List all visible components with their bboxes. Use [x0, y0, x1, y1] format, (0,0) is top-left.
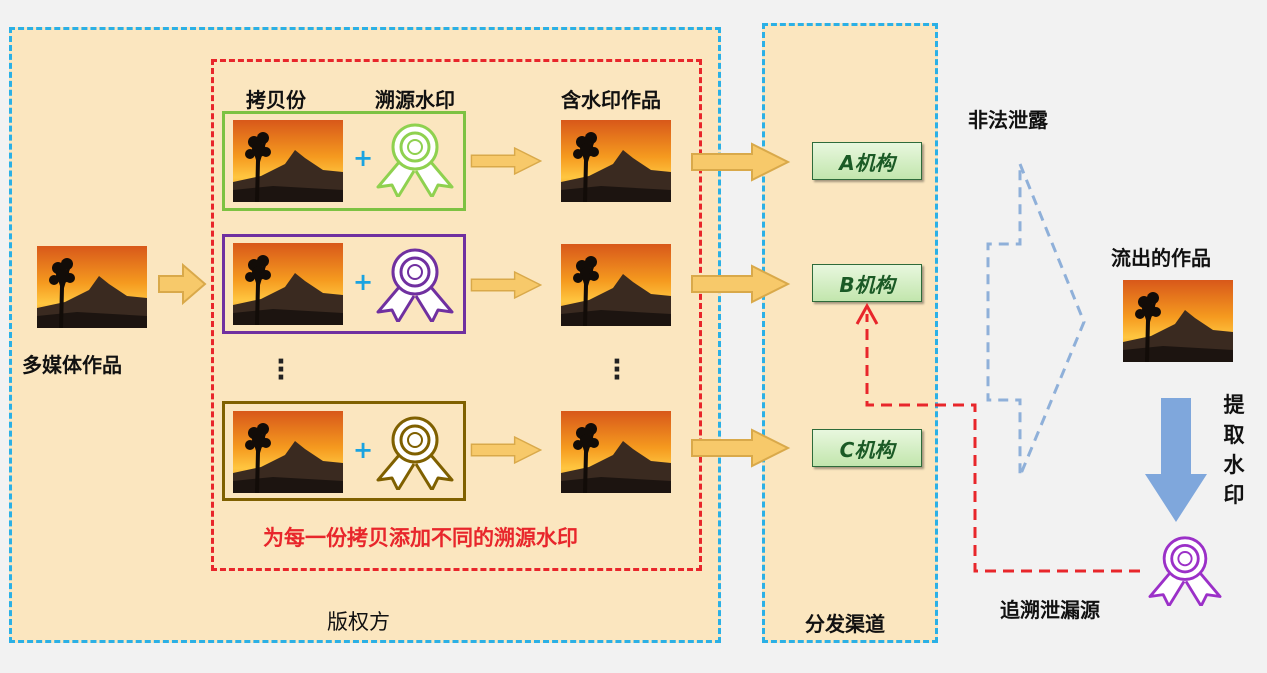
ribbon-icon [376, 123, 454, 197]
source-photo-sunset-icon [37, 246, 147, 328]
arrow-down-icon [1145, 398, 1207, 522]
ellipsis-left: ··· [276, 347, 286, 393]
institution-a: A机构 [812, 142, 922, 180]
arrow-right-icon [690, 264, 790, 304]
copy-photo-sunset-icon [233, 120, 343, 202]
institution-c: C机构 [812, 429, 922, 467]
watermark-copy-area [211, 59, 702, 571]
copy-photo-sunset-icon [233, 411, 343, 493]
owner-label: 版权方 [327, 610, 390, 634]
ellipsis-right: ··· [612, 347, 622, 393]
copy-row-1-box [222, 111, 466, 211]
illegal-leak-label: 非法泄露 [968, 108, 1048, 132]
arrow-right-icon [470, 271, 542, 299]
arrow-right-icon [690, 428, 790, 468]
ribbon-icon [376, 248, 454, 322]
arrow-right-icon [690, 142, 790, 182]
arrow-right-icon [158, 262, 207, 306]
multimedia-work-label: 多媒体作品 [22, 353, 122, 377]
watermarked-photo-sunset-icon [561, 244, 671, 326]
copy-row-3-box [222, 401, 466, 501]
ribbon-icon [1148, 536, 1222, 606]
copy-photo-sunset-icon [233, 243, 343, 325]
arrow-right-icon [470, 436, 542, 464]
leak-arrow-icon [986, 163, 1086, 477]
add-watermark-note: 为每一份拷贝添加不同的溯源水印 [263, 526, 578, 550]
distribution-channel-area [762, 23, 938, 643]
plus-sign: + [353, 268, 374, 296]
watermarked-work-header: 含水印作品 [561, 88, 661, 112]
institution-b: B机构 [812, 264, 922, 302]
copy-row-2-box [222, 234, 466, 334]
ribbon-icon [376, 416, 454, 490]
trace-watermark-header: 溯源水印 [375, 88, 455, 112]
trace-leak-label: 追溯泄漏源 [1000, 598, 1100, 622]
arrow-right-icon [470, 147, 542, 175]
extract-watermark-label: 提取水印 [1223, 393, 1245, 507]
trace-path-line [855, 302, 1140, 573]
plus-sign: + [353, 144, 374, 172]
watermarked-photo-sunset-icon [561, 120, 671, 202]
leaked-work-label: 流出的作品 [1111, 246, 1211, 270]
channel-label: 分发渠道 [805, 612, 885, 636]
watermarked-photo-sunset-icon [561, 411, 671, 493]
copy-header: 拷贝份 [246, 88, 306, 112]
plus-sign: + [353, 436, 374, 464]
